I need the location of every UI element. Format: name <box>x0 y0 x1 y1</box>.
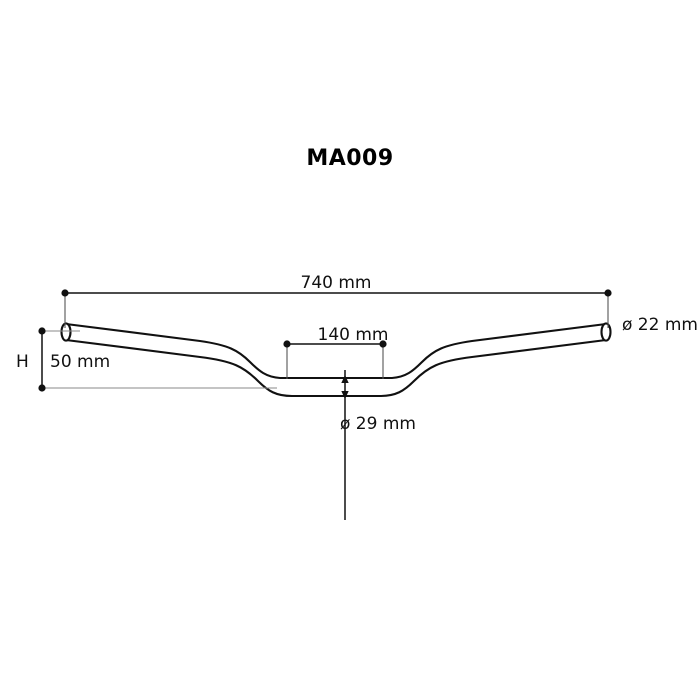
dimension-grip-diameter: ø 22 mm <box>622 315 698 335</box>
clamp-width-label: 140 mm <box>318 325 389 345</box>
center-diameter-arrow-up <box>341 375 349 383</box>
left-grip-end-cap <box>60 322 72 342</box>
height-value-label: 50 mm <box>50 352 110 372</box>
handlebar-top-edge <box>64 322 608 380</box>
center-diameter-label: ø 29 mm <box>340 414 416 434</box>
overall-width-right-terminator <box>604 289 612 297</box>
height-bottom-terminator <box>38 384 46 392</box>
dimension-center-diameter: ø 29 mm <box>340 370 416 520</box>
handlebar-outline-group <box>60 322 612 398</box>
overall-width-label: 740 mm <box>301 273 372 293</box>
dimension-height: H 50 mm <box>16 327 277 392</box>
overall-width-left-terminator <box>61 289 69 297</box>
height-top-terminator <box>38 327 46 335</box>
clamp-width-right-terminator <box>379 340 387 348</box>
clamp-width-left-terminator <box>283 340 291 348</box>
handlebar-bottom-edge <box>64 338 608 398</box>
dimension-overall-width: 740 mm <box>61 273 612 328</box>
grip-diameter-label: ø 22 mm <box>622 315 698 335</box>
center-diameter-arrow-down <box>341 391 349 399</box>
page-title: MA009 <box>306 146 394 171</box>
height-symbol-label: H <box>16 352 29 372</box>
dimension-clamp-width: 140 mm <box>283 325 388 379</box>
right-grip-end-cap <box>600 322 612 342</box>
